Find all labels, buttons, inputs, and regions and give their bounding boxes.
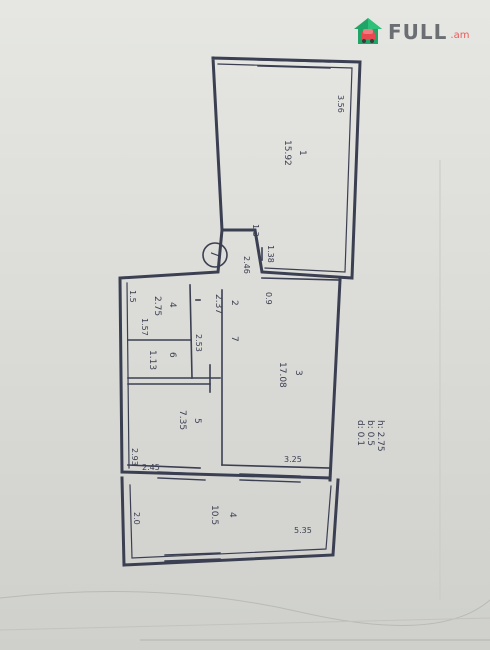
dimension-label: 1.5	[128, 290, 137, 303]
dimension-label: 2.46	[242, 256, 251, 274]
entrance-marker-circle	[202, 242, 228, 268]
dimension-labels: 3.56 1.3 1.38 2.46 0.9 1.5 1.57 2.53 2.9…	[128, 95, 345, 535]
plan-notes: h: 2.75 b: 0.5 d: 0.1	[355, 420, 385, 452]
house-car-icon	[354, 18, 382, 44]
room-labels: 1 15.92 2 2.37 3 17.08 4 2.75 5 7.35 6 1…	[147, 140, 307, 525]
dimension-label: 3.56	[336, 95, 345, 113]
dimension-label: 2.45	[142, 463, 160, 472]
dimension-label: 2.53	[194, 334, 203, 352]
room-6-number: 6	[167, 352, 177, 358]
room-4-number: 4	[167, 302, 177, 308]
room-7-number: 7	[229, 336, 239, 342]
note-line: b: 0.5	[365, 420, 375, 446]
room-8-area: 10.5	[209, 505, 219, 525]
dimension-label: 5.35	[294, 526, 312, 535]
dimension-label: 0.9	[264, 292, 273, 305]
room-2-number: 2	[229, 300, 239, 306]
room-3-number: 3	[293, 370, 303, 376]
brand-domain: .am	[450, 29, 470, 41]
dimension-label: 3.25	[284, 455, 302, 464]
window-marks	[157, 59, 331, 562]
full-am-watermark: FULL .am	[352, 14, 482, 50]
room-5-area: 7.35	[177, 410, 187, 430]
note-line: d: 0.1	[355, 420, 365, 446]
brand-name: FULL	[388, 20, 448, 44]
dimension-label: 1.57	[140, 318, 149, 336]
room-4-area: 2.75	[152, 296, 162, 316]
dimension-label: 2.0	[132, 512, 141, 525]
dimension-label: 1.3	[251, 224, 260, 237]
interior-walls	[127, 247, 341, 469]
room-8-number: 4	[227, 512, 237, 518]
room-3-area: 17.08	[277, 362, 287, 388]
entrance-marker-label: 7	[208, 250, 222, 258]
dimension-label: 2.93	[130, 448, 139, 466]
room-6-area: 1.13	[147, 350, 157, 370]
room-2-area: 2.37	[213, 294, 223, 314]
dimension-label: 1.38	[266, 245, 275, 263]
note-line: h: 2.75	[375, 420, 385, 452]
room-1-area: 15.92	[282, 140, 292, 166]
room-1-number: 1	[297, 150, 307, 156]
room-5-number: 5	[192, 418, 202, 424]
